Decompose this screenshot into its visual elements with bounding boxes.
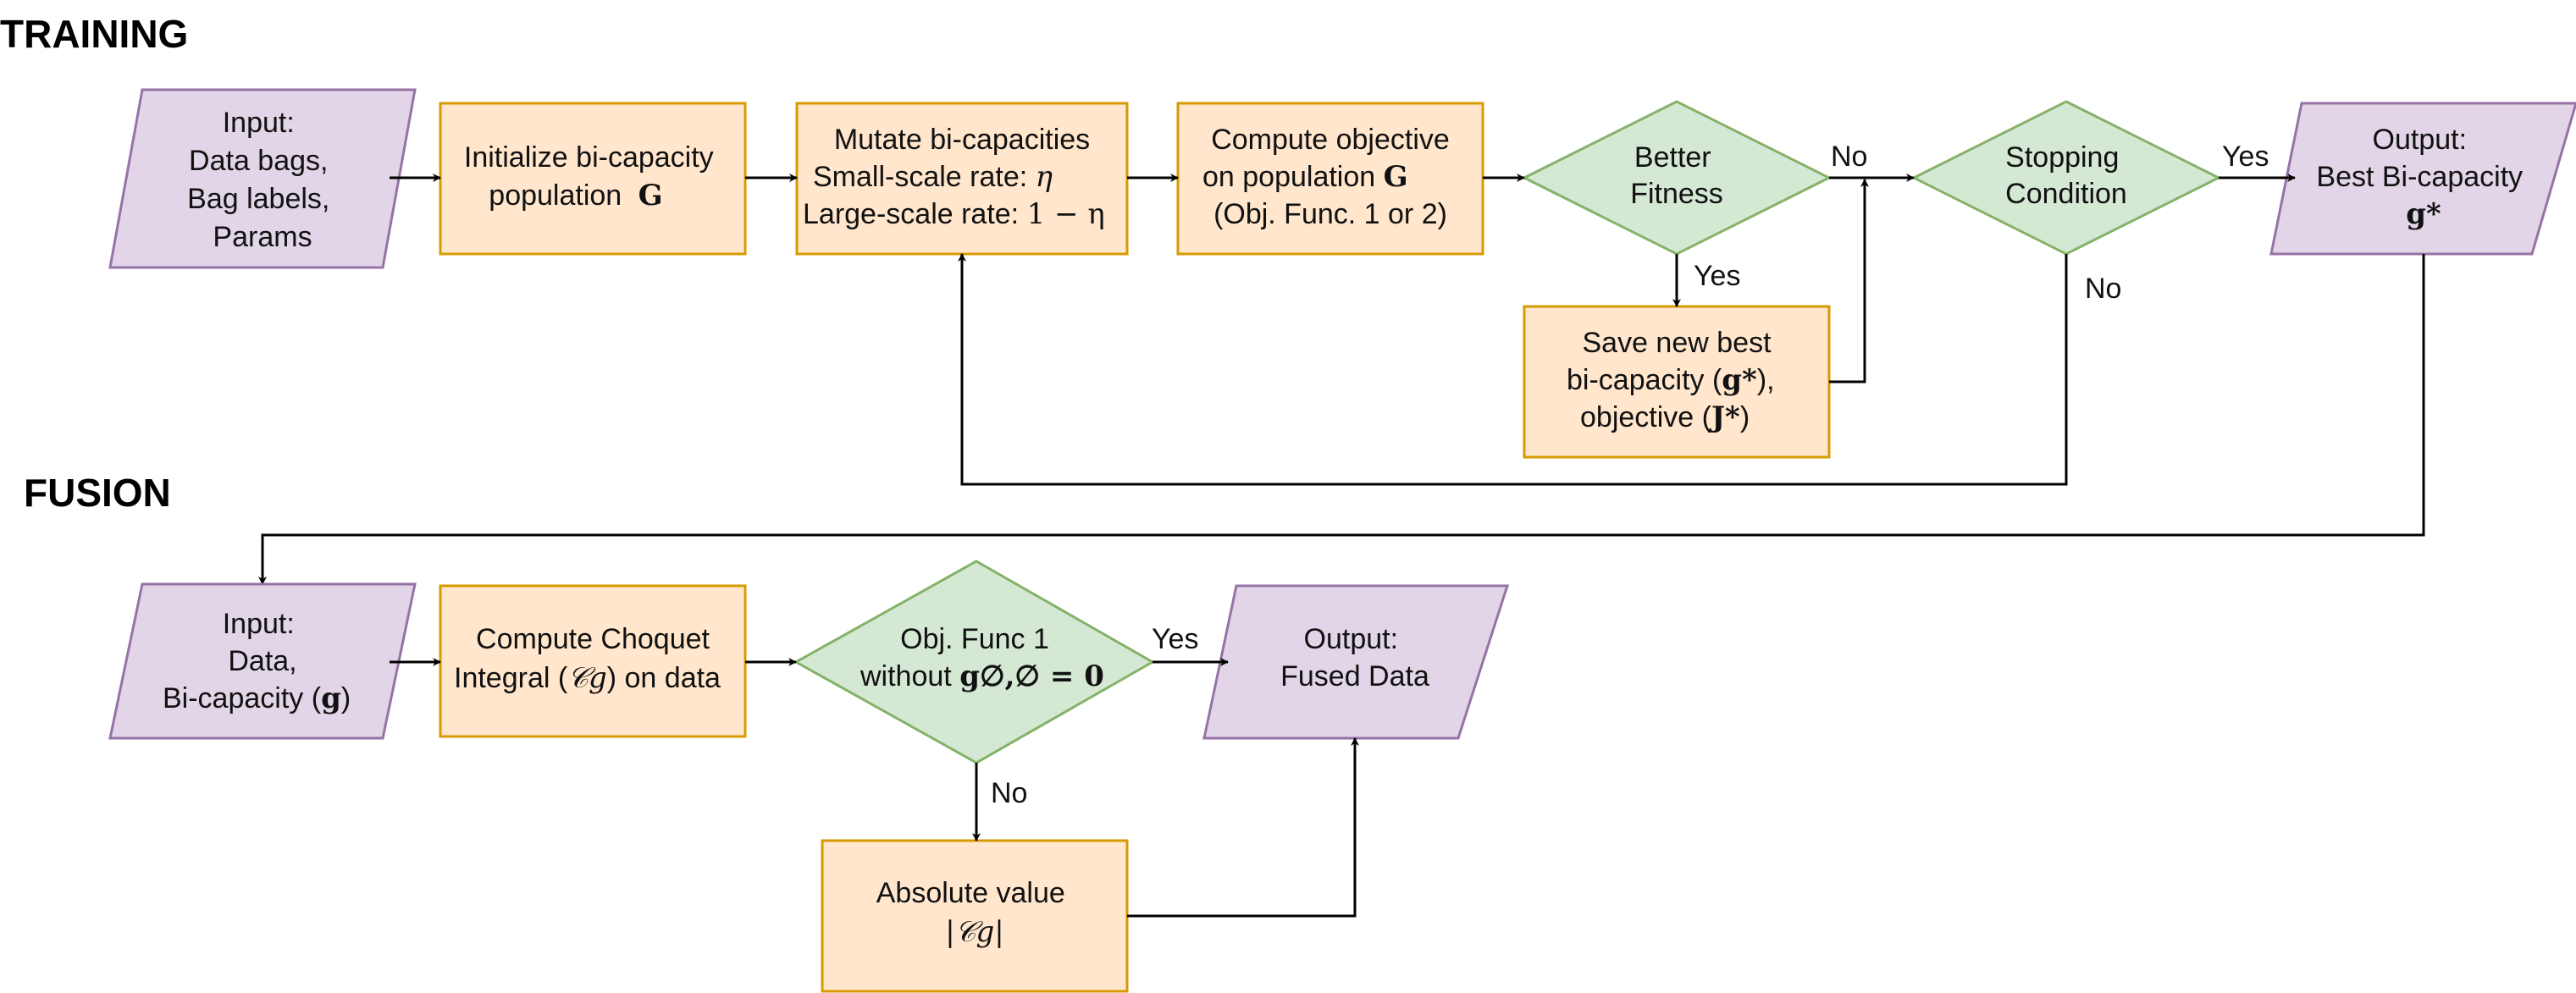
better-fitness-yes-label: Yes	[1694, 260, 1740, 292]
save-line2-prefix: bi-capacity (	[1567, 364, 1722, 396]
one-minus-eta-symbol: 1 − η	[1027, 197, 1105, 231]
svg-text:Input: Data,: Input: Data,	[223, 608, 303, 677]
compute-objective-node: Compute objective on population G (Obj. …	[1176, 102, 1484, 256]
better-fitness-decision: Better Fitness	[1521, 100, 1832, 256]
initialize-line1: Initialize bi-capacity	[464, 141, 714, 174]
obj-func-decision: Obj. Func 1 without g∅,∅ = 0	[793, 560, 1156, 764]
mutate-bi-capacities-node: Mutate bi-capacities Small-scale rate: η…	[795, 102, 1129, 256]
svg-text:Obj. Func 1: Obj. Func 1	[900, 623, 1049, 655]
obj-func-line2-prefix: without	[860, 660, 959, 692]
stopping-no-label: No	[2085, 273, 2121, 305]
svg-text:Compute Choquet: Compute Choquet	[476, 623, 710, 655]
save-g-star: g*	[1722, 363, 1757, 397]
save-line1: Save new best	[1582, 327, 1772, 359]
obj-func-yes-label: Yes	[1152, 623, 1198, 655]
initialize-line2: population	[489, 179, 622, 212]
choquet-line2-suffix: ) on data	[607, 662, 721, 694]
stopping-yes-label: Yes	[2222, 141, 2269, 173]
svg-text:Stopping Condition: Stopping Condition	[2005, 141, 2127, 210]
fusion-input-line2: Data,	[228, 645, 296, 677]
training-input-line3: Bag labels,	[187, 183, 329, 215]
compute-line2: on population	[1202, 161, 1384, 193]
svg-text:bi-capacity (g*),: bi-capacity (g*),	[1567, 363, 1775, 397]
choquet-line1: Compute Choquet	[476, 623, 710, 655]
compute-line3: (Obj. Func. 1 or 2)	[1213, 198, 1447, 230]
edge-absolute-to-output	[1127, 737, 1359, 918]
training-input-node: Input: Data bags, Bag labels, Params	[108, 88, 417, 269]
obj-func-g-empty: g∅,∅ = 0	[959, 659, 1104, 693]
eta-symbol: η	[1036, 160, 1053, 194]
svg-text:Better Fitness: Better Fitness	[1630, 141, 1723, 210]
stopping-line1: Stopping	[2005, 141, 2119, 174]
svg-text:without g∅,∅ = 0: without g∅,∅ = 0	[860, 659, 1104, 693]
fusion-section-title: FUSION	[24, 471, 171, 515]
fusion-input-g-symbol: g	[321, 681, 341, 715]
edge-training-to-fusion	[258, 254, 2425, 585]
svg-text:Initialize bi-capacity p: Initialize bi-capacity population G	[464, 141, 721, 212]
svg-text:on population G: on population G	[1202, 160, 1408, 194]
stopping-line2: Condition	[2005, 178, 2127, 210]
edge-stopping-no-loop	[958, 253, 2068, 486]
save-j-star: J*	[1709, 400, 1740, 434]
choquet-symbol: 𝒞g	[567, 661, 607, 695]
absolute-line1: Absolute value	[876, 877, 1065, 909]
large-scale-label: Large-scale rate:	[803, 198, 1027, 230]
fusion-input-line3-prefix: Bi-capacity (	[163, 682, 322, 714]
svg-text:Compute objective: Compute objective	[1211, 124, 1450, 156]
svg-text:Small-scale rate: η: Small-scale rate: η	[813, 160, 1053, 194]
svg-text:Integral (𝒞g) on data: Integral (𝒞g) on data	[454, 661, 721, 695]
absolute-value-node: Absolute value |𝒞g|	[821, 839, 1129, 993]
save-line3-suffix: )	[1740, 401, 1750, 433]
better-fitness-no-label: No	[1831, 141, 1867, 173]
training-output-g-star: g*	[2406, 197, 2441, 231]
stopping-condition-decision: Stopping Condition	[1910, 100, 2222, 256]
save-best-node: Save new best bi-capacity (g*), objectiv…	[1523, 305, 1831, 459]
fusion-input-line1: Input:	[223, 608, 295, 640]
small-scale-label: Small-scale rate:	[813, 161, 1036, 193]
training-section-title: TRAINING	[0, 12, 188, 56]
fusion-input-node: Input: Data, Bi-capacity (g)	[108, 582, 417, 740]
training-output-line1: Output:	[2373, 124, 2468, 156]
svg-text:Absolute value |𝒞g|: Absolute value |𝒞g|	[876, 877, 1074, 949]
svg-text:Output: Fused Data: Output: Fused Data	[1280, 623, 1429, 692]
training-output-line2: Best Bi-capacity	[2316, 161, 2523, 193]
training-input-line2: Data bags,	[189, 145, 328, 177]
svg-text:Input: Data bags,: Input: Data bags, Bag labels, Params	[187, 107, 338, 253]
absolute-symbol: |𝒞g|	[945, 915, 1003, 949]
svg-text:(Obj. Func. 1 or 2): (Obj. Func. 1 or 2)	[1213, 198, 1447, 230]
compute-choquet-node: Compute Choquet Integral (𝒞g) on data	[439, 584, 747, 738]
better-fitness-line2: Fitness	[1630, 178, 1723, 210]
fusion-output-line2: Fused Data	[1280, 660, 1429, 692]
fusion-output-line1: Output:	[1304, 623, 1399, 655]
choquet-line2-prefix: Integral (	[454, 662, 568, 694]
training-input-line1: Input:	[223, 107, 295, 139]
better-fitness-line1: Better	[1634, 141, 1711, 174]
svg-text:objective (J*): objective (J*)	[1580, 400, 1750, 434]
compute-line1: Compute objective	[1211, 124, 1450, 156]
edge-save-to-merge	[1829, 179, 1869, 383]
svg-text:Large-scale rate: 1 − η: Large-scale rate: 1 − η	[803, 197, 1105, 231]
training-output-node: Output: Best Bi-capacity g*	[2269, 102, 2576, 256]
fusion-input-line3-suffix: )	[341, 682, 351, 714]
population-symbol: G	[638, 179, 663, 212]
obj-func-line1: Obj. Func 1	[900, 623, 1049, 655]
save-line3-prefix: objective (	[1580, 401, 1712, 433]
svg-text:Mutate bi-capacities: Mutate bi-capacities	[834, 124, 1090, 156]
training-input-line4: Params	[213, 221, 312, 253]
mutate-line1: Mutate bi-capacities	[834, 124, 1090, 156]
fusion-output-node: Output: Fused Data	[1202, 584, 1510, 740]
compute-population-symbol: G	[1384, 160, 1408, 194]
obj-func-no-label: No	[991, 777, 1027, 809]
save-line2-suffix: ),	[1757, 364, 1775, 396]
svg-text:Save new best: Save new best	[1582, 327, 1772, 359]
initialize-population-node: Initialize bi-capacity population G	[439, 102, 747, 256]
svg-text:Output: Best Bi-capacity: Output: Best Bi-capacity g*	[2316, 124, 2530, 231]
svg-text:Bi-capacity (g): Bi-capacity (g)	[163, 681, 351, 715]
